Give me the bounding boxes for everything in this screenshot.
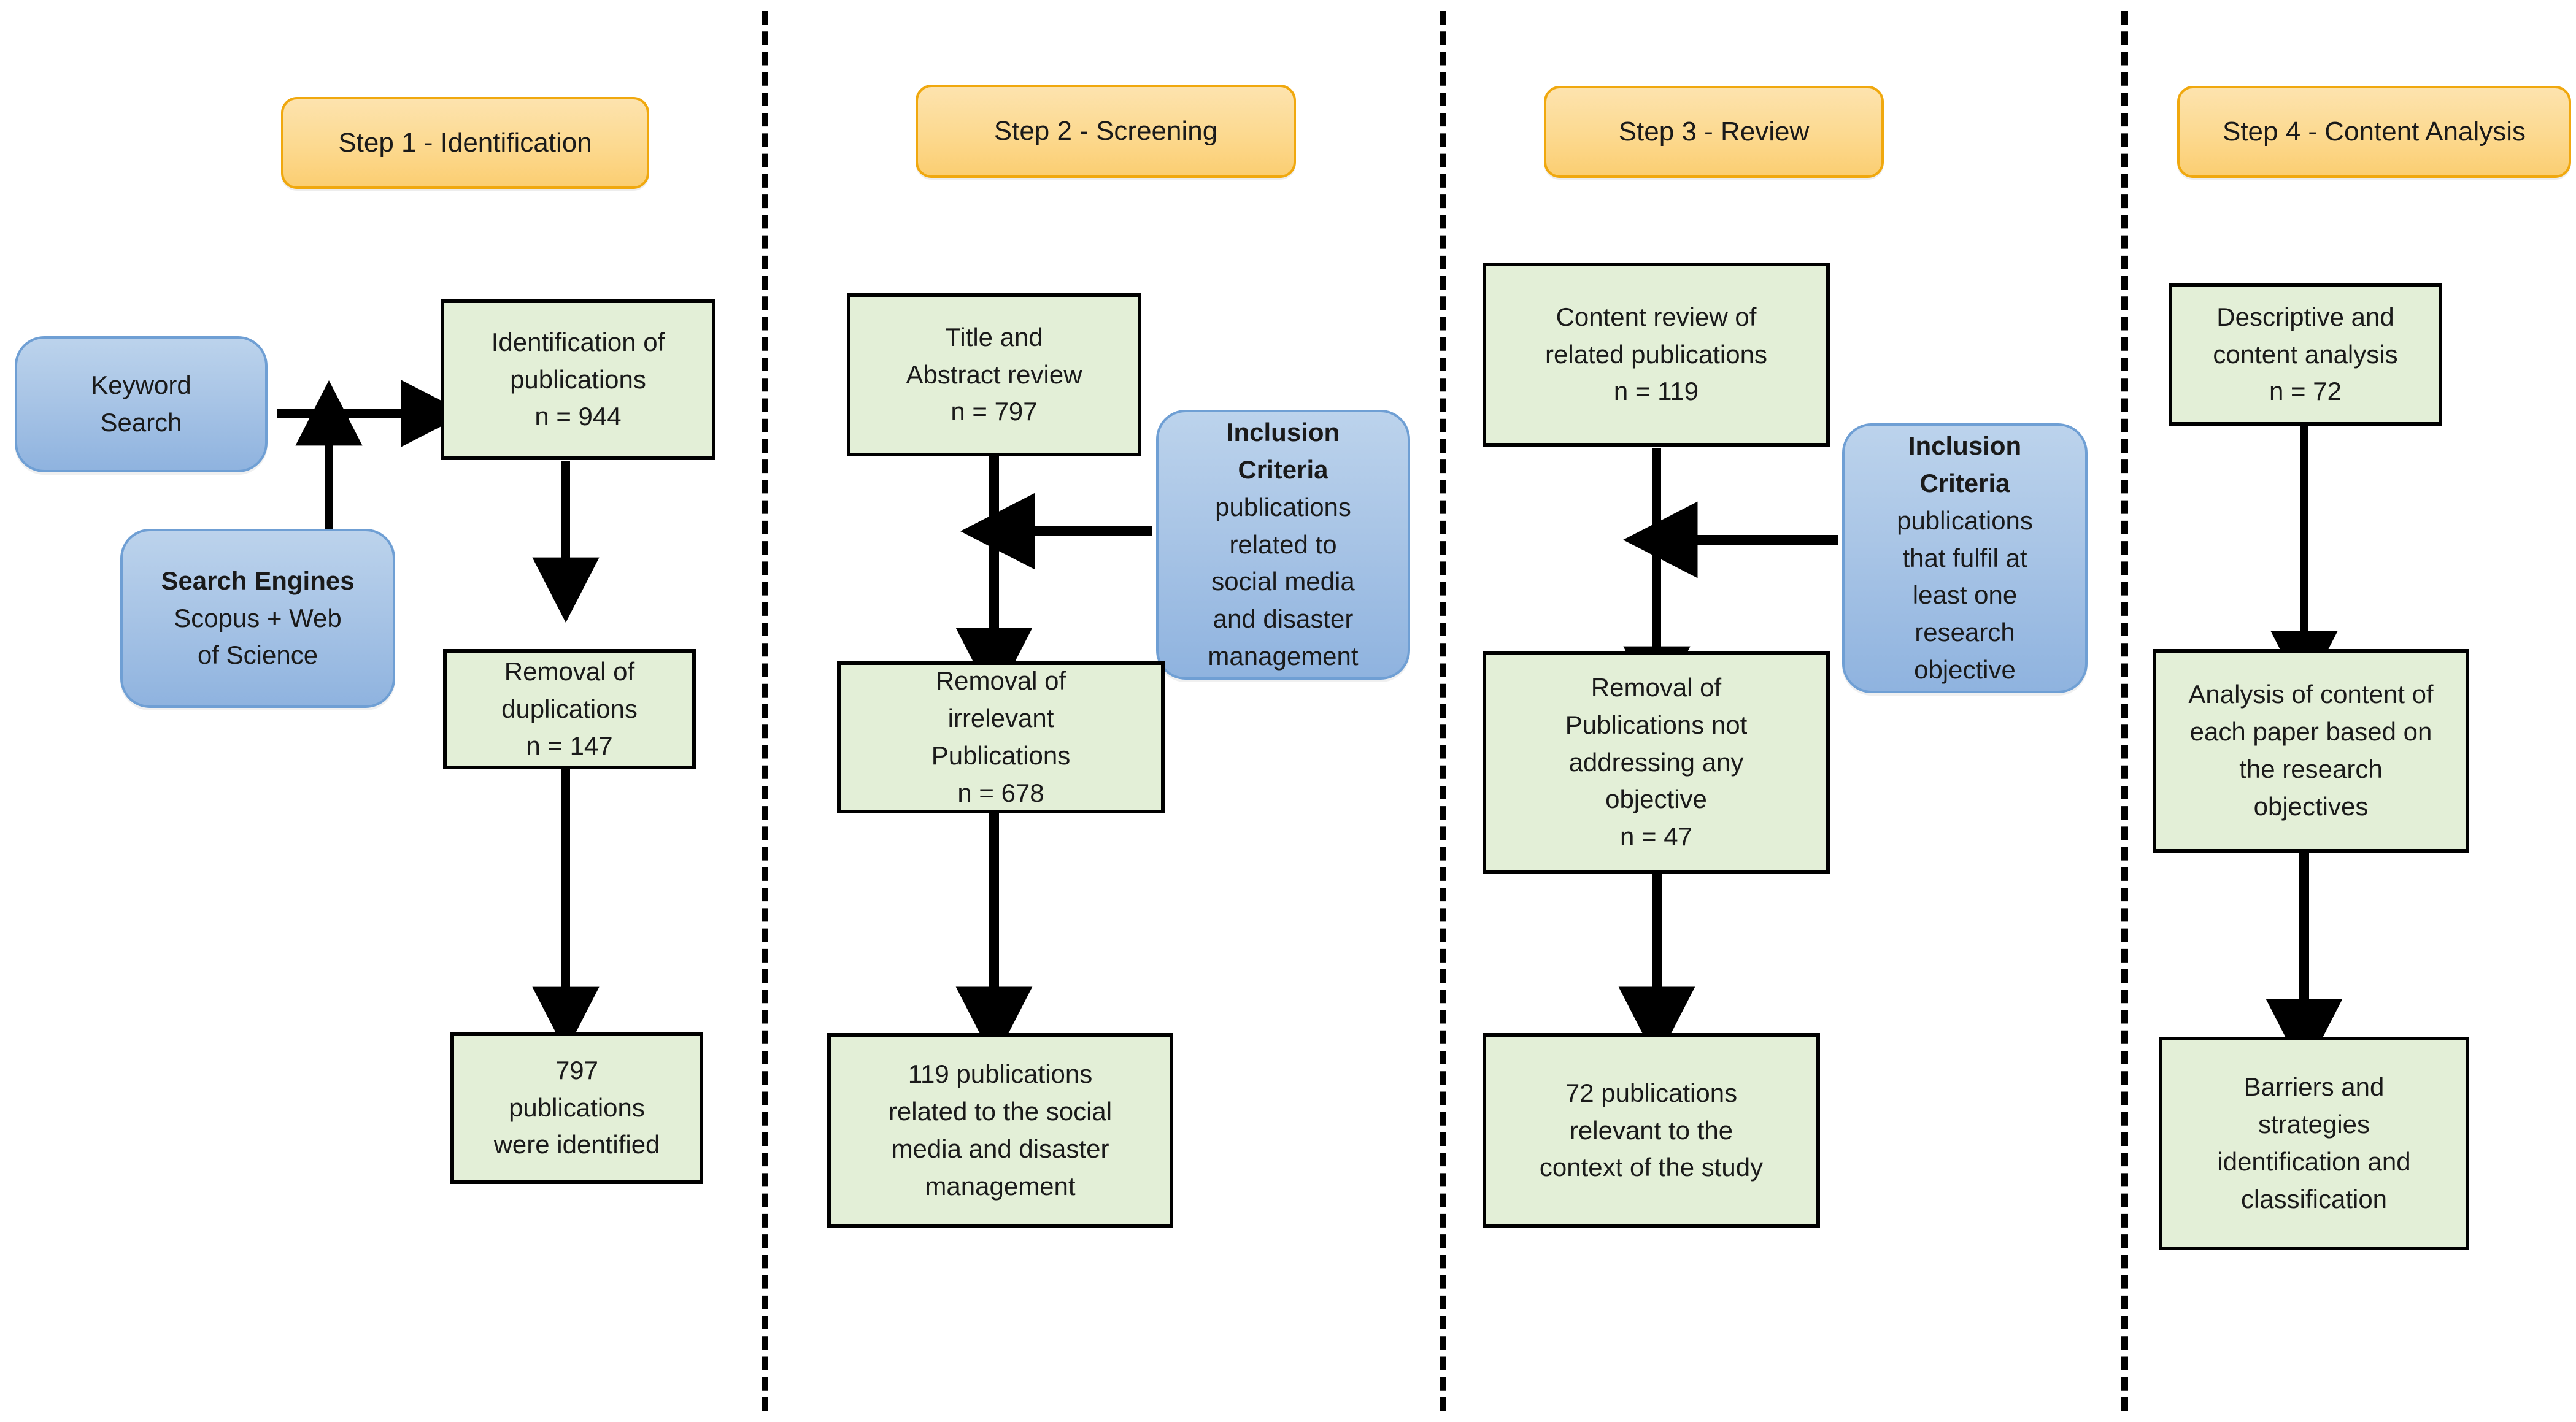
- identified-publications-result-box[interactable]: 797 publications were identified: [450, 1032, 703, 1184]
- title-abstract-review-box[interactable]: Title and Abstract review n = 797: [847, 293, 1141, 456]
- step-header-review[interactable]: Step 3 - Review: [1544, 86, 1884, 178]
- column-divider-3: [2121, 11, 2128, 1411]
- inclusion-criteria-title: Inclusion Criteria: [1908, 431, 2022, 498]
- search-engines-body: Scopus + Web of Science: [174, 603, 342, 670]
- inclusion-criteria-title: Inclusion Criteria: [1226, 417, 1340, 484]
- descriptive-content-analysis-box[interactable]: Descriptive and content analysis n = 72: [2169, 283, 2442, 426]
- removal-of-irrelevant-publications-box[interactable]: Removal of irrelevant Publications n = 6…: [837, 661, 1165, 813]
- keyword-search-box[interactable]: Keyword Search: [15, 336, 268, 472]
- removal-not-addressing-objective-box[interactable]: Removal of Publications not addressing a…: [1483, 651, 1830, 874]
- removal-of-duplications-box[interactable]: Removal of duplications n = 147: [443, 649, 696, 769]
- inclusion-criteria-box-screening[interactable]: Inclusion Criteria publications related …: [1156, 410, 1410, 680]
- step-header-screening[interactable]: Step 2 - Screening: [916, 85, 1296, 178]
- review-result-box[interactable]: 72 publications relevant to the context …: [1483, 1033, 1820, 1228]
- search-engines-box[interactable]: Search Engines Scopus + Web of Science: [120, 529, 395, 708]
- barriers-strategies-result-box[interactable]: Barriers and strategies identification a…: [2159, 1037, 2469, 1250]
- analysis-of-content-box[interactable]: Analysis of content of each paper based …: [2153, 649, 2469, 853]
- content-review-box[interactable]: Content review of related publications n…: [1483, 263, 1830, 447]
- column-divider-1: [762, 11, 768, 1411]
- screening-result-box[interactable]: 119 publications related to the social m…: [827, 1033, 1173, 1228]
- column-divider-2: [1440, 11, 1446, 1411]
- identification-of-publications-box[interactable]: Identification of publications n = 944: [441, 299, 715, 460]
- search-engines-title: Search Engines: [161, 566, 355, 595]
- inclusion-criteria-box-review[interactable]: Inclusion Criteria publications that ful…: [1842, 423, 2088, 693]
- inclusion-criteria-body: publications related to social media and…: [1208, 492, 1359, 671]
- step-header-content-analysis[interactable]: Step 4 - Content Analysis: [2177, 86, 2571, 178]
- inclusion-criteria-body: publications that fulfil at least one re…: [1897, 505, 2033, 685]
- step-header-identification[interactable]: Step 1 - Identification: [281, 97, 649, 189]
